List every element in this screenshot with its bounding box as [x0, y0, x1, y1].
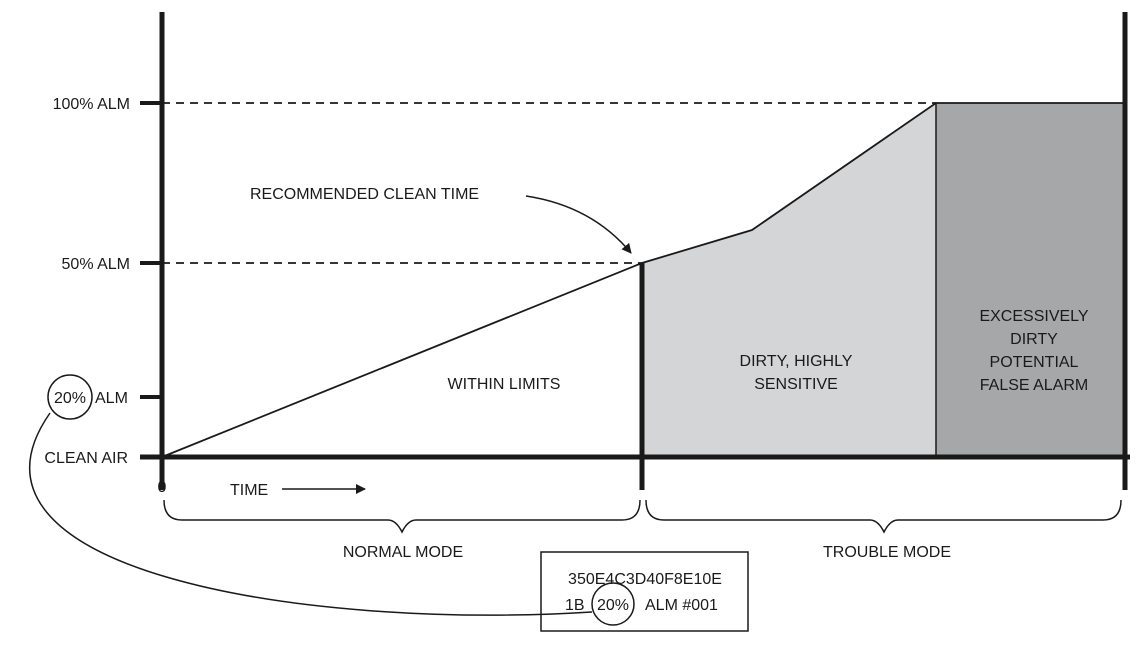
label-within-limits: WITHIN LIMITS [448, 376, 561, 393]
label-clean-air: CLEAN AIR [44, 450, 128, 467]
dirty-region [642, 103, 936, 457]
label-recommended-clean-time: RECOMMENDED CLEAN TIME [250, 186, 479, 203]
label-excessive-line-1: EXCESSIVELY [979, 308, 1088, 325]
connector-curve [29, 412, 593, 616]
label-origin: 0 [158, 479, 167, 496]
display-line-2-pct: 20% [597, 597, 629, 614]
label-excessive-line-2: DIRTY [1010, 331, 1058, 348]
sensitivity-curve [161, 102, 1125, 458]
label-dirty-line-1: DIRTY, HIGHLY [740, 353, 853, 370]
label-20-pct: 20% [54, 390, 86, 407]
highlight-circle-axis [47, 374, 93, 420]
label-dirty-line-2: SENSITIVE [754, 376, 838, 393]
label-excessive-line-4: FALSE ALARM [980, 377, 1089, 394]
display-line-1: 350E4C3D40F8E10E [568, 571, 722, 588]
label-normal-mode: NORMAL MODE [343, 544, 463, 561]
excessive-region [936, 103, 1125, 457]
label-time: TIME [230, 482, 268, 499]
clean-time-pointer [525, 195, 632, 254]
display-line-2-suffix: ALM #001 [645, 597, 718, 614]
normal-mode-brace [163, 499, 641, 534]
label-excessive-line-3: POTENTIAL [990, 354, 1079, 371]
label-trouble-mode: TROUBLE MODE [823, 544, 951, 561]
label-100-alm: 100% ALM [53, 96, 130, 113]
display-line-2-prefix: 1B [565, 597, 585, 614]
trouble-mode-brace [645, 499, 1122, 534]
label-50-alm: 50% ALM [62, 256, 130, 273]
label-20-alm: ALM [95, 390, 128, 407]
highlight-circle-display [591, 582, 635, 626]
display-box [540, 551, 749, 632]
